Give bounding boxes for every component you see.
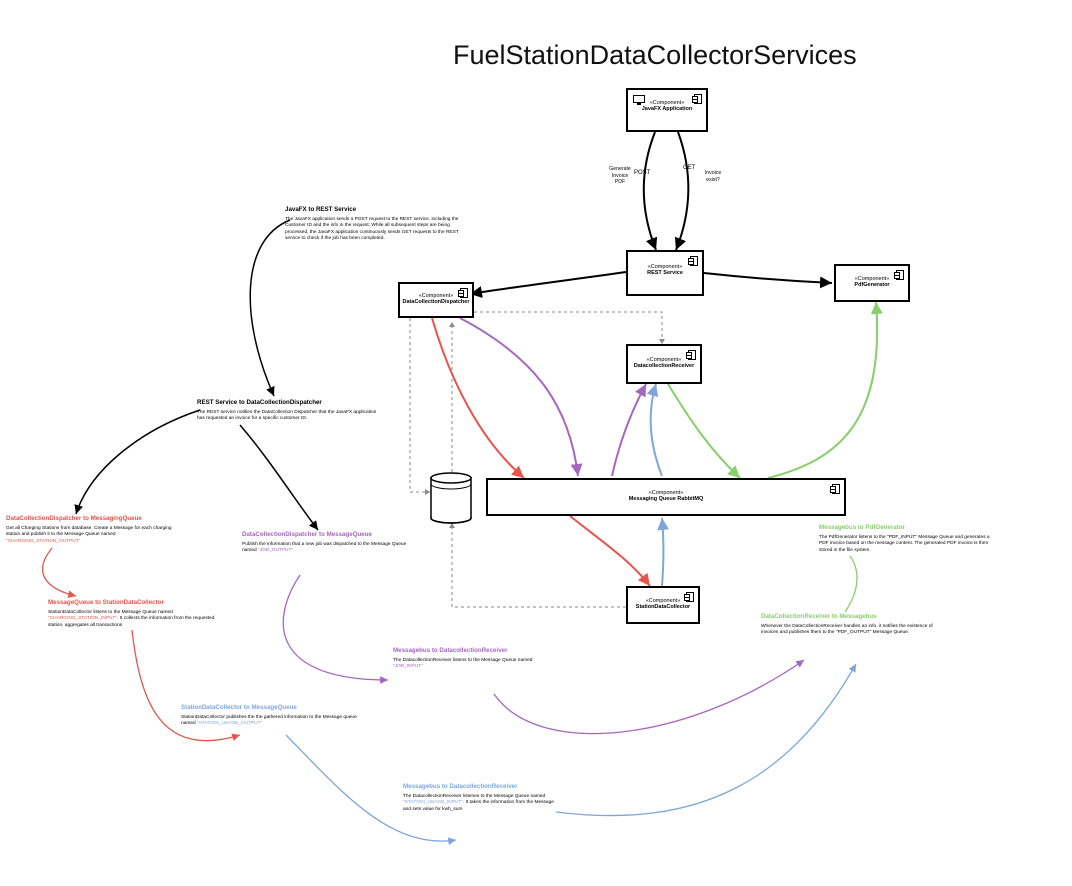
component-icon (684, 592, 694, 602)
note-javafx-to-rest: JavaFX to REST Service The JavaFX applic… (285, 206, 465, 242)
flow-dispatcher-mq-purple (459, 317, 583, 477)
queue-name: "CHARGING_STATION_OUTPUT" (6, 538, 81, 544)
edge-label-post: POST (634, 170, 651, 176)
note-body: The DatacollectionReceiver listens to th… (393, 658, 533, 664)
note-link-red-2 (131, 629, 241, 742)
component-stereotype: «Component» (649, 100, 685, 106)
flow-collector-mq-blue (657, 517, 670, 587)
queue-name: "STATION_USAGE_OUTPUT" (197, 721, 263, 727)
note-messagebus-to-receiver-job: Messagebus to DatacollectionReceiver The… (393, 647, 573, 671)
component-pdf-generator[interactable]: «Component» PdfGenerator (834, 264, 910, 302)
note-body-cont: . It takes the information from the Mess… (403, 800, 554, 812)
note-heading: Messagebus to DatacollectionReceiver (403, 783, 518, 790)
component-name: Messaging Queue RabbitMQ (628, 496, 704, 502)
component-stereotype: «Component» (854, 276, 890, 282)
note-body: Whenever the DataCollectionReceiver hand… (761, 624, 933, 636)
note-messagebus-to-pdf: Messagebus to PdfGenerator The PdfGenera… (819, 524, 999, 560)
component-icon (458, 288, 468, 298)
note-rest-to-dispatcher: REST Service to DataCollectionDispatcher… (197, 399, 377, 423)
note-heading: MessageQueue to StationDataCollector (48, 599, 164, 606)
note-heading: StationDataCollector to MessageQueue (181, 704, 297, 711)
note-body: Publish the information that a new job w… (242, 542, 407, 554)
component-stereotype: «Component» (645, 598, 681, 604)
queue-name: "CHARGING_STATION_INPUT" (48, 616, 118, 622)
component-javafx[interactable]: «Component» JavaFX Application (626, 88, 708, 132)
note-link-dispatch-right (239, 424, 319, 531)
note-link-purple-1 (282, 574, 389, 684)
edge-label-invoice-exist: Invoice exist? (704, 170, 722, 183)
note-body: Get all Charging Stations from database.… (6, 526, 172, 538)
flow-dispatcher-mq-red (431, 317, 525, 479)
note-heading: REST Service to DataCollectionDispatcher (197, 399, 322, 406)
component-dispatcher[interactable]: «Component» DataCollectionDispatcher (398, 282, 474, 318)
component-name: REST Service (647, 270, 683, 276)
collector-db-dashed (449, 523, 626, 608)
flow-mq-receiver-blue (646, 383, 663, 477)
component-name: StationDataCollector (635, 604, 691, 610)
note-link-blue-1 (285, 734, 457, 846)
database-icon (430, 472, 472, 524)
flow-mq-pdf-green (767, 301, 883, 479)
edge-post (642, 131, 658, 251)
note-body: The PdfGenerator listens to the "PDF_INP… (819, 535, 990, 553)
note-collector-to-messagequeue: StationDataCollector to MessageQueue Sta… (181, 704, 359, 728)
component-stereotype: «Component» (418, 293, 454, 299)
note-heading: DataCollectionDispatcher to MessagingQue… (6, 515, 142, 522)
component-stereotype: «Component» (648, 490, 684, 496)
note-heading: DataCollectionReceiver to Messagebus (761, 613, 877, 620)
edge-label-generate: Generate Invoice PDF (609, 166, 631, 185)
edge-get (674, 131, 690, 251)
note-link-red-1 (41, 547, 77, 599)
edge-label-get: GET (683, 165, 696, 171)
component-rest-service[interactable]: «Component» REST Service (626, 250, 704, 296)
note-body-cont: . It collects the information from the r… (48, 616, 215, 628)
note-body: StationDataCollector listens to the Mess… (48, 610, 173, 616)
note-body: The REST service notifies the DataCollec… (197, 410, 377, 422)
note-body: The JavaFX application sends a POST requ… (285, 217, 459, 241)
component-icon (692, 94, 702, 104)
db-link-dispatcher (409, 318, 430, 495)
queue-name: "STATION_USAGE_INPUT" (403, 800, 464, 806)
note-receiver-to-messagebus: DataCollectionReceiver to Messagebus Whe… (761, 613, 941, 637)
note-heading: JavaFX to REST Service (285, 206, 357, 213)
note-link-javafx (249, 219, 291, 397)
edge-rest-pdf (703, 272, 833, 289)
component-name: PdfGenerator (854, 282, 890, 288)
component-name: JavaFX Application (641, 106, 693, 112)
note-heading: Messagebus to DatacollectionReceiver (393, 647, 508, 654)
note-link-purple-2 (493, 659, 805, 735)
flow-receiver-mq-green (667, 383, 741, 479)
component-stereotype: «Component» (646, 357, 682, 363)
dispatcher-receiver-dashed (474, 311, 665, 344)
note-dispatcher-to-messagingqueue: DataCollectionDispatcher to MessagingQue… (6, 515, 186, 545)
queue-name: "JOB_OUTPUT" (258, 548, 294, 554)
diagram-title: FuelStationDataCollectorServices (453, 40, 857, 70)
note-messagebus-to-receiver-usage: Messagebus to DatacollectionReceiver The… (403, 783, 563, 813)
note-link-green (844, 555, 858, 613)
component-icon (894, 270, 904, 280)
component-receiver[interactable]: «Component» DatacollectionReceiver (626, 344, 702, 384)
component-name: DatacollectionReceiver (633, 363, 695, 369)
note-dispatcher-to-messagequeue: DataCollectionDispatcher to MessageQueue… (242, 531, 422, 555)
note-body: The DatacollectionReceiver listenes to t… (403, 794, 546, 800)
component-station-collector[interactable]: «Component» StationDataCollector (626, 586, 700, 624)
flow-mq-receiver-purple (611, 383, 647, 477)
note-link-dispatch-left (74, 409, 201, 515)
edge-rest-dispatcher (469, 271, 627, 299)
component-stereotype: «Component» (647, 264, 683, 270)
note-heading: Messagebus to PdfGenerator (819, 524, 905, 531)
component-icon (830, 484, 840, 494)
note-heading: DataCollectionDispatcher to MessageQueue (242, 531, 372, 538)
monitor-icon (633, 95, 645, 105)
note-link-blue-2 (555, 663, 857, 817)
flow-mq-collector-red (569, 515, 651, 587)
component-icon (686, 350, 696, 360)
component-name: DataCollectionDispatcher (402, 299, 470, 305)
note-messagequeue-to-collector: MessageQueue to StationDataCollector Sta… (48, 599, 226, 629)
component-icon (688, 256, 698, 266)
queue-name: "JOB_INPUT" (393, 664, 423, 670)
note-body: StationDataCollector publishes the the g… (181, 715, 357, 727)
component-message-queue[interactable]: «Component» Messaging Queue RabbitMQ (486, 478, 846, 516)
